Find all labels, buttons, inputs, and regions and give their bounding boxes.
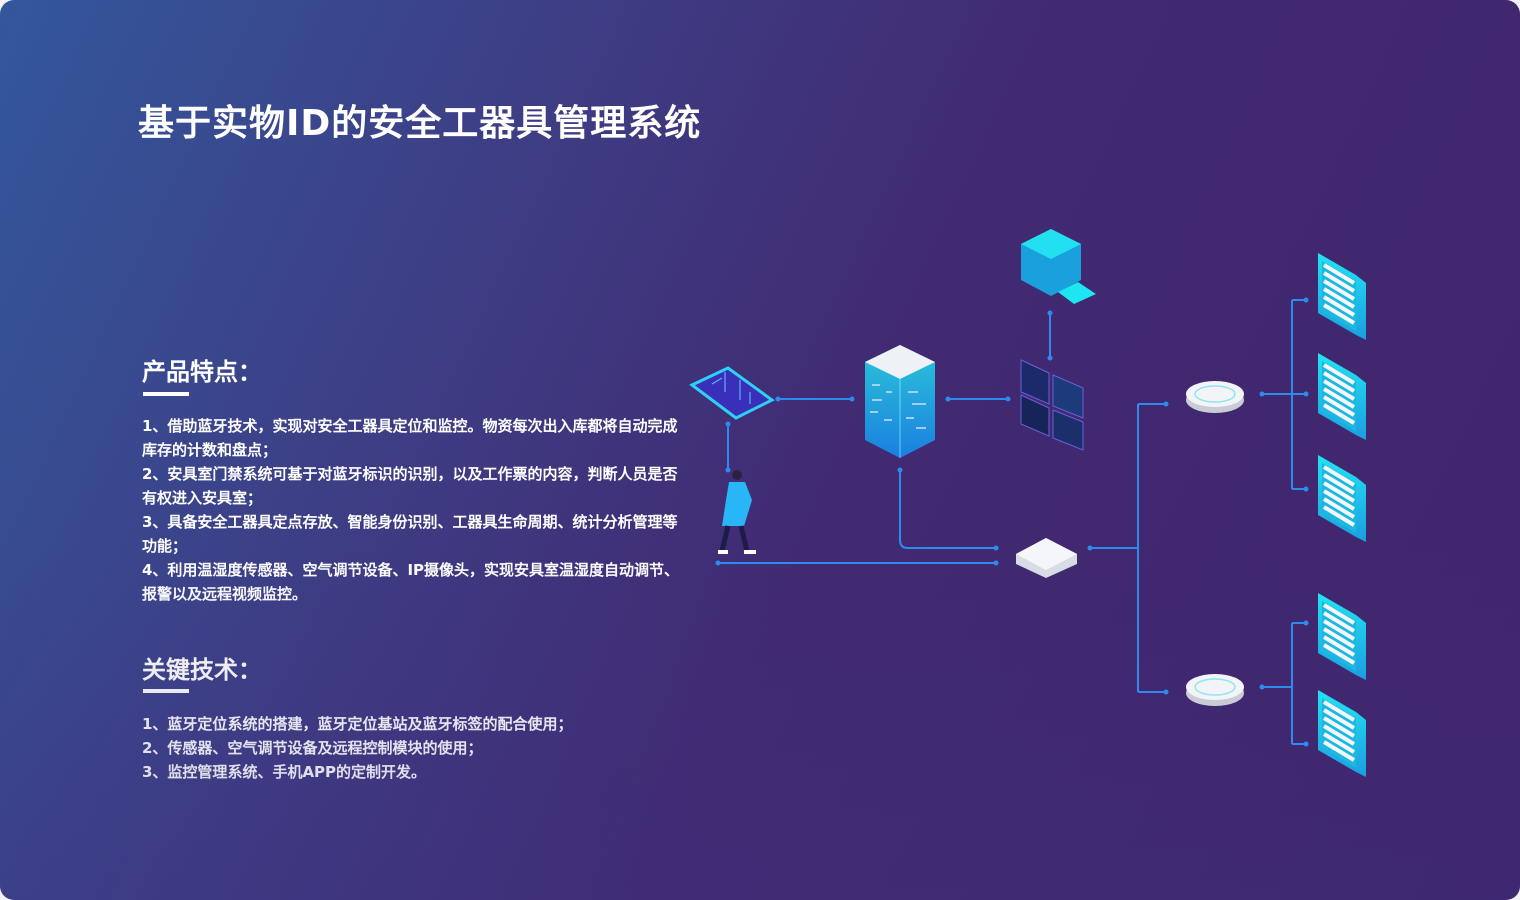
tech-heading: 关键技术： (142, 656, 262, 684)
smartphone-icon (689, 366, 775, 420)
bluetooth-beacon-icon (1186, 674, 1244, 706)
features-underline (143, 392, 189, 396)
bluetooth-beacon-icon (1186, 381, 1244, 413)
connection-dots (715, 297, 1309, 747)
server-icon (865, 345, 935, 458)
connection-lines (718, 299, 1306, 745)
tool-cabinet-icon (1318, 593, 1366, 680)
tech-underline (143, 689, 189, 693)
tech-list: 1、蓝牙定位系统的搭建，蓝牙定位基站及蓝牙标签的配合使用； 2、传感器、空气调节… (142, 712, 690, 784)
feature-item: 4、利用温湿度传感器、空气调节设备、IP摄像头，实现安具室温湿度自动调节、报警以… (142, 561, 680, 603)
tech-item: 2、传感器、空气调节设备及远程控制模块的使用； (142, 739, 483, 757)
page-title: 基于实物ID的安全工器具管理系统 (138, 103, 702, 144)
tech-item: 1、蓝牙定位系统的搭建，蓝牙定位基站及蓝牙标签的配合使用； (142, 715, 573, 733)
tech-item: 3、监控管理系统、手机APP的定制开发。 (142, 763, 427, 781)
printer-icon (1021, 229, 1096, 304)
person-icon (718, 470, 756, 554)
feature-item: 3、具备安全工器具定点存放、智能身份识别、工器具生命周期、统计分析管理等功能； (142, 513, 678, 555)
monitor-screens-icon (1020, 359, 1084, 451)
features-heading: 产品特点： (142, 358, 262, 386)
gateway-hub-icon (1016, 538, 1077, 578)
tool-cabinet-icon (1318, 353, 1366, 440)
feature-item: 2、安具室门禁系统可基于对蓝牙标识的识别，以及工作票的内容，判断人员是否有权进入… (142, 465, 678, 507)
tool-cabinet-icon (1318, 253, 1366, 340)
feature-item: 1、借助蓝牙技术，实现对安全工器具定位和监控。物资每次出入库都将自动完成库存的计… (142, 417, 678, 459)
features-list: 1、借助蓝牙技术，实现对安全工器具定位和监控。物资每次出入库都将自动完成库存的计… (142, 414, 690, 606)
tool-cabinet-icon (1318, 690, 1366, 777)
tool-cabinet-icon (1318, 455, 1366, 542)
